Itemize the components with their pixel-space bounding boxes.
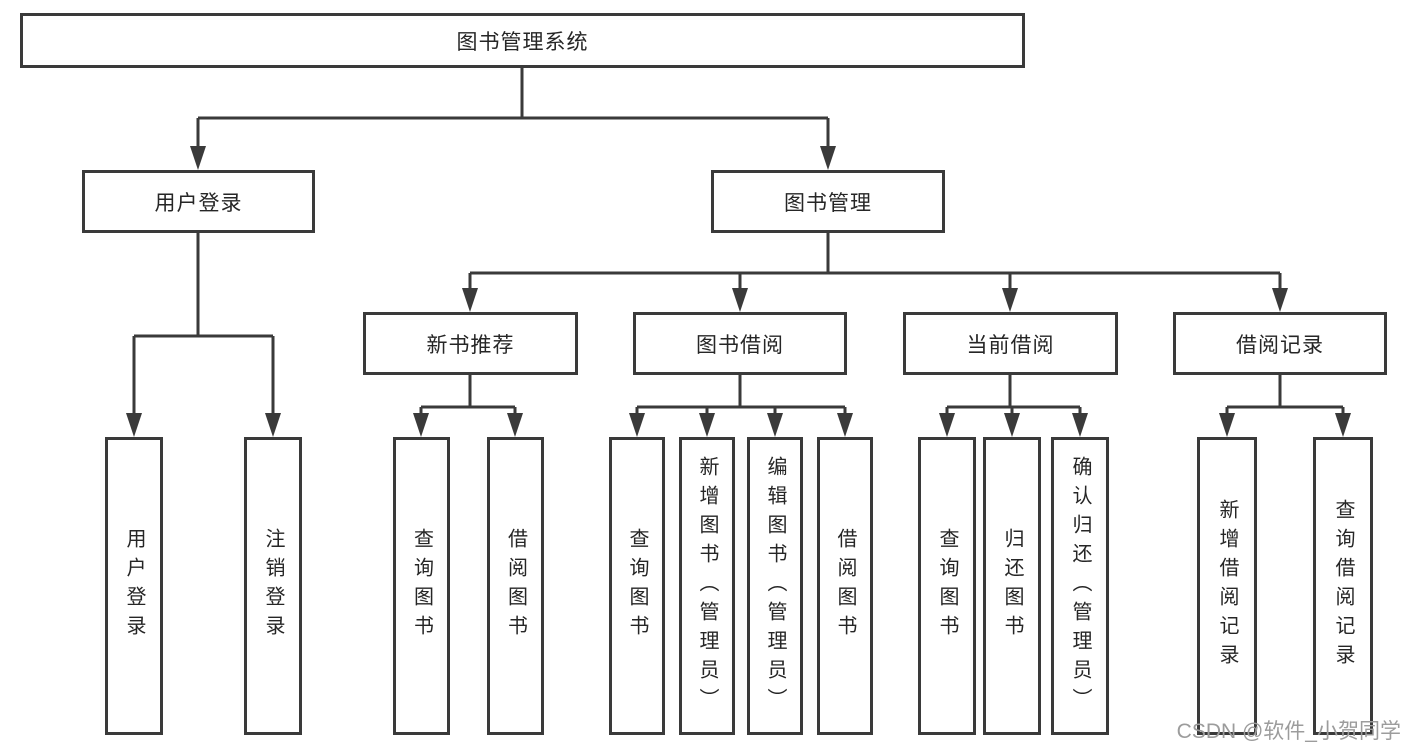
arrow-down-icon [507, 413, 523, 437]
node-borrowing-records: 借阅记录 [1173, 312, 1387, 375]
leaf-search-books-current: 查询图书 [918, 437, 976, 735]
leaf-logout: 注销登录 [244, 437, 302, 735]
arrow-down-icon [1335, 413, 1351, 437]
connector-root-to-children [190, 68, 836, 170]
arrow-down-icon [732, 288, 748, 312]
arrow-down-icon [629, 413, 645, 437]
leaf-user-login: 用户登录 [105, 437, 163, 735]
arrow-down-icon [939, 413, 955, 437]
connector-new-book-to-children [413, 375, 523, 437]
leaf-edit-books-admin: 编辑图书（管理员） [747, 437, 803, 735]
arrow-down-icon [190, 146, 206, 170]
leaf-add-borrow-record: 新增借阅记录 [1197, 437, 1257, 735]
arrow-down-icon [126, 413, 142, 437]
node-library-management-system: 图书管理系统 [20, 13, 1025, 68]
leaf-confirm-return-admin: 确认归还（管理员） [1051, 437, 1109, 735]
leaf-search-books-borrowing: 查询图书 [609, 437, 665, 735]
connector-book-borrowing-to-children [629, 375, 853, 437]
arrow-down-icon [1002, 288, 1018, 312]
node-new-book-recommendation: 新书推荐 [363, 312, 578, 375]
leaf-borrow-books-recommend: 借阅图书 [487, 437, 544, 735]
node-book-management: 图书管理 [711, 170, 945, 233]
arrow-down-icon [837, 413, 853, 437]
leaf-borrow-books: 借阅图书 [817, 437, 873, 735]
connector-current-borrowing-to-children [939, 375, 1088, 437]
leaf-search-books-recommend: 查询图书 [393, 437, 450, 735]
arrow-down-icon [699, 413, 715, 437]
leaf-search-borrow-record: 查询借阅记录 [1313, 437, 1373, 735]
arrow-down-icon [265, 413, 281, 437]
node-book-borrowing: 图书借阅 [633, 312, 847, 375]
arrow-down-icon [1219, 413, 1235, 437]
leaf-add-books-admin: 新增图书（管理员） [679, 437, 735, 735]
watermark: CSDN @软件_小贺同学 [1176, 720, 1401, 743]
arrow-down-icon [462, 288, 478, 312]
arrow-down-icon [1004, 413, 1020, 437]
arrow-down-icon [413, 413, 429, 437]
connector-user-login-to-children [126, 233, 281, 437]
arrow-down-icon [1072, 413, 1088, 437]
connector-borrow-records-to-children [1219, 375, 1351, 437]
arrow-down-icon [1272, 288, 1288, 312]
connector-book-management-to-children [462, 233, 1288, 312]
node-current-borrowing: 当前借阅 [903, 312, 1118, 375]
leaf-return-books: 归还图书 [983, 437, 1041, 735]
node-user-login: 用户登录 [82, 170, 315, 233]
arrow-down-icon [767, 413, 783, 437]
arrow-down-icon [820, 146, 836, 170]
